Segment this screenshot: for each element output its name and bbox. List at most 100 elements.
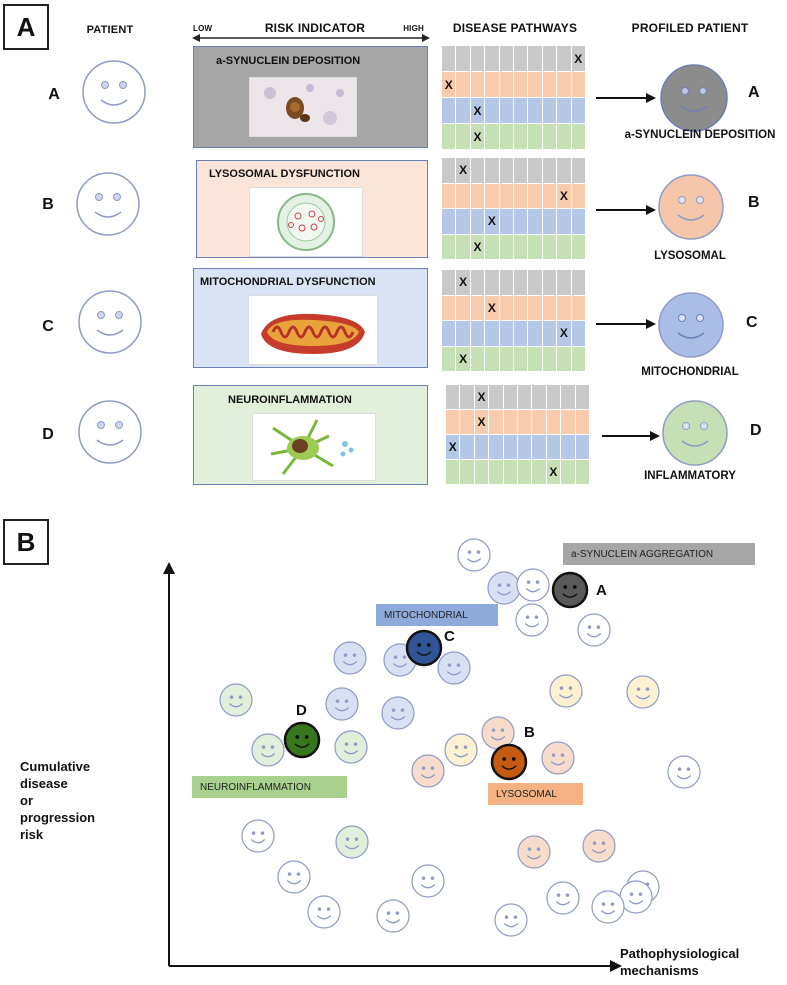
pathway-cell <box>571 183 586 209</box>
x-axis-label-line: mechanisms <box>620 963 699 978</box>
pathway-cell <box>575 435 590 460</box>
pathway-cell <box>561 435 576 460</box>
pathway-cell <box>557 46 572 72</box>
pathway-cell <box>571 158 586 184</box>
pathway-cell <box>456 295 471 321</box>
pathway-cell <box>442 209 457 235</box>
pathway-cell <box>557 295 572 321</box>
patient-d-face-icon <box>78 400 142 464</box>
patient-face-icon <box>241 819 275 853</box>
highlight-letter-d: D <box>296 702 307 719</box>
pathway-mark: X <box>442 72 457 98</box>
pathway-cell <box>532 460 547 485</box>
pathway-cell <box>446 385 461 410</box>
pathway-cell <box>542 158 558 184</box>
patient-face-icon <box>334 730 368 764</box>
patient-face-icon <box>411 864 445 898</box>
pathway-mark: X <box>470 124 486 150</box>
pathway-mark: X <box>485 295 500 321</box>
highlight-d-face-icon <box>283 721 321 759</box>
pathway-cell <box>542 46 558 72</box>
pathway-cell <box>571 98 586 124</box>
pathway-cell <box>442 158 457 184</box>
pathway-cell <box>456 209 471 235</box>
patient-face-icon <box>667 755 701 789</box>
pathway-mark: X <box>456 346 471 372</box>
highlight-a-face-icon <box>551 571 589 609</box>
pathway-cell <box>528 98 543 124</box>
pathway-cell <box>474 435 490 460</box>
pathway-cell <box>485 321 500 347</box>
pathway-cell <box>517 410 533 435</box>
pathway-cell <box>513 234 529 260</box>
patient-c-face-icon <box>78 290 142 354</box>
pathway-mark: X <box>456 158 471 184</box>
pathway-cell <box>485 72 500 98</box>
tag-lysosomal: LYSOSOMAL <box>488 783 583 805</box>
risk-title-lysosomal: LYSOSOMAL DYSFUNCTION <box>209 168 360 180</box>
highlight-letter-b: B <box>524 724 535 741</box>
tag-synuclein-aggregation: a-SYNUCLEIN AGGREGATION <box>563 543 755 565</box>
pathway-cell <box>571 72 586 98</box>
pathway-grid-row: X <box>442 46 586 72</box>
patient-face-icon <box>515 603 549 637</box>
pathway-mark: X <box>456 270 471 296</box>
pathway-cell <box>456 72 471 98</box>
pathway-grid-row: X <box>442 98 586 124</box>
pathway-cell <box>456 98 471 124</box>
pathway-cell <box>557 124 572 150</box>
patient-face-icon <box>437 651 471 685</box>
profiled-c-letter: C <box>746 314 758 331</box>
pathway-mark: X <box>557 183 572 209</box>
pathway-cell <box>499 72 514 98</box>
pathway-cell <box>513 321 529 347</box>
highlight-c-face-icon <box>405 629 443 667</box>
pathway-cell <box>532 410 547 435</box>
pathway-cell <box>442 183 457 209</box>
pathway-cell <box>557 158 572 184</box>
pathway-cell <box>571 295 586 321</box>
pathway-cell <box>460 410 475 435</box>
pathway-cell <box>546 435 562 460</box>
profiled-d-label: INFLAMMATORY <box>644 470 736 482</box>
pathway-cell <box>442 346 457 372</box>
pathway-grid-row: X <box>442 209 586 235</box>
pathway-cell <box>442 98 457 124</box>
axes <box>163 562 622 972</box>
patient-face-icon <box>494 903 528 937</box>
patient-face-icon <box>626 675 660 709</box>
pathway-cell <box>442 234 457 260</box>
pathway-cell <box>489 435 504 460</box>
pathway-cell <box>557 98 572 124</box>
patient-face-icon <box>546 881 580 915</box>
profiled-d-letter: D <box>750 422 762 439</box>
pathway-cell <box>485 46 500 72</box>
pathway-cell <box>513 72 529 98</box>
patient-b-face-icon <box>76 172 140 236</box>
pathway-mark: X <box>485 209 500 235</box>
pathway-cell <box>528 46 543 72</box>
risk-indicator-header: RISK INDICATOR <box>264 21 366 35</box>
pathway-grid-row: X <box>446 460 590 485</box>
pathway-grid-row: X <box>442 124 586 150</box>
pathway-cell <box>561 460 576 485</box>
pathway-cell <box>542 321 558 347</box>
pathway-cell <box>470 295 486 321</box>
tag-mitochondrial: MITOCHONDRIAL <box>376 604 498 626</box>
microglia-image <box>252 413 376 481</box>
pathway-cell <box>575 410 590 435</box>
pathway-cell <box>546 385 562 410</box>
pathway-cell <box>542 72 558 98</box>
lysosome-diagram-image <box>249 187 363 257</box>
pathway-cell <box>542 234 558 260</box>
pathway-cell <box>499 270 514 296</box>
y-axis-label-line: progression <box>20 810 96 825</box>
pathway-cell <box>489 460 504 485</box>
patient-face-icon <box>251 733 285 767</box>
pathway-cell <box>528 209 543 235</box>
pathway-mark: X <box>446 435 461 460</box>
pathway-cell <box>513 183 529 209</box>
pathway-cell <box>575 385 590 410</box>
